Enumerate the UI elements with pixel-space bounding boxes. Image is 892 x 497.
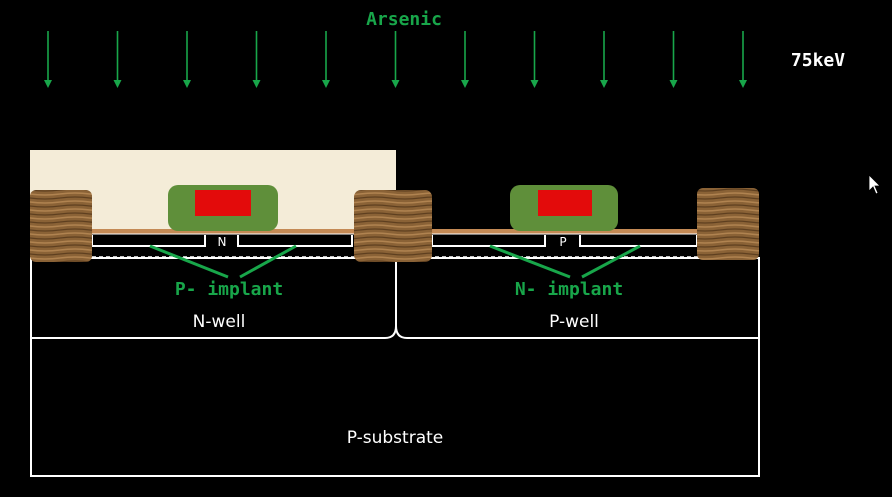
ion-arrow — [44, 31, 52, 88]
ion-arrow — [113, 31, 122, 88]
pwell-label: P-well — [549, 312, 599, 332]
left-gate-poly — [195, 190, 251, 216]
ion-arrow — [530, 31, 539, 88]
ion-arrow — [183, 31, 191, 88]
ion-arrow-group — [44, 31, 747, 88]
ion-arrow — [600, 31, 608, 88]
field-oxide-center — [354, 190, 432, 262]
substrate-label: P-substrate — [347, 428, 444, 448]
energy-label: 75keV — [791, 50, 845, 71]
right-thin-oxide — [430, 229, 700, 234]
mouse-cursor-icon — [868, 174, 881, 195]
ion-arrow — [322, 31, 330, 88]
field-oxide-right — [697, 188, 759, 260]
right-terminal-label: P — [559, 235, 566, 249]
left-terminal-label: N — [218, 235, 227, 249]
implant-pointer-lines — [149, 244, 641, 279]
well-boundary — [31, 260, 759, 339]
right-implant-label: N- implant — [515, 279, 623, 300]
ion-arrow — [461, 31, 469, 88]
field-oxide-left — [30, 190, 92, 262]
ion-arrow — [669, 31, 678, 88]
nwell-label: N-well — [193, 312, 246, 332]
left-implant-label: P- implant — [175, 279, 283, 300]
ion-arrow — [391, 31, 400, 88]
left-thin-oxide — [90, 229, 356, 234]
right-gate-poly — [538, 190, 592, 216]
ion-species-label: Arsenic — [366, 9, 442, 30]
ion-arrow — [252, 31, 261, 88]
ion-arrow — [739, 31, 747, 88]
